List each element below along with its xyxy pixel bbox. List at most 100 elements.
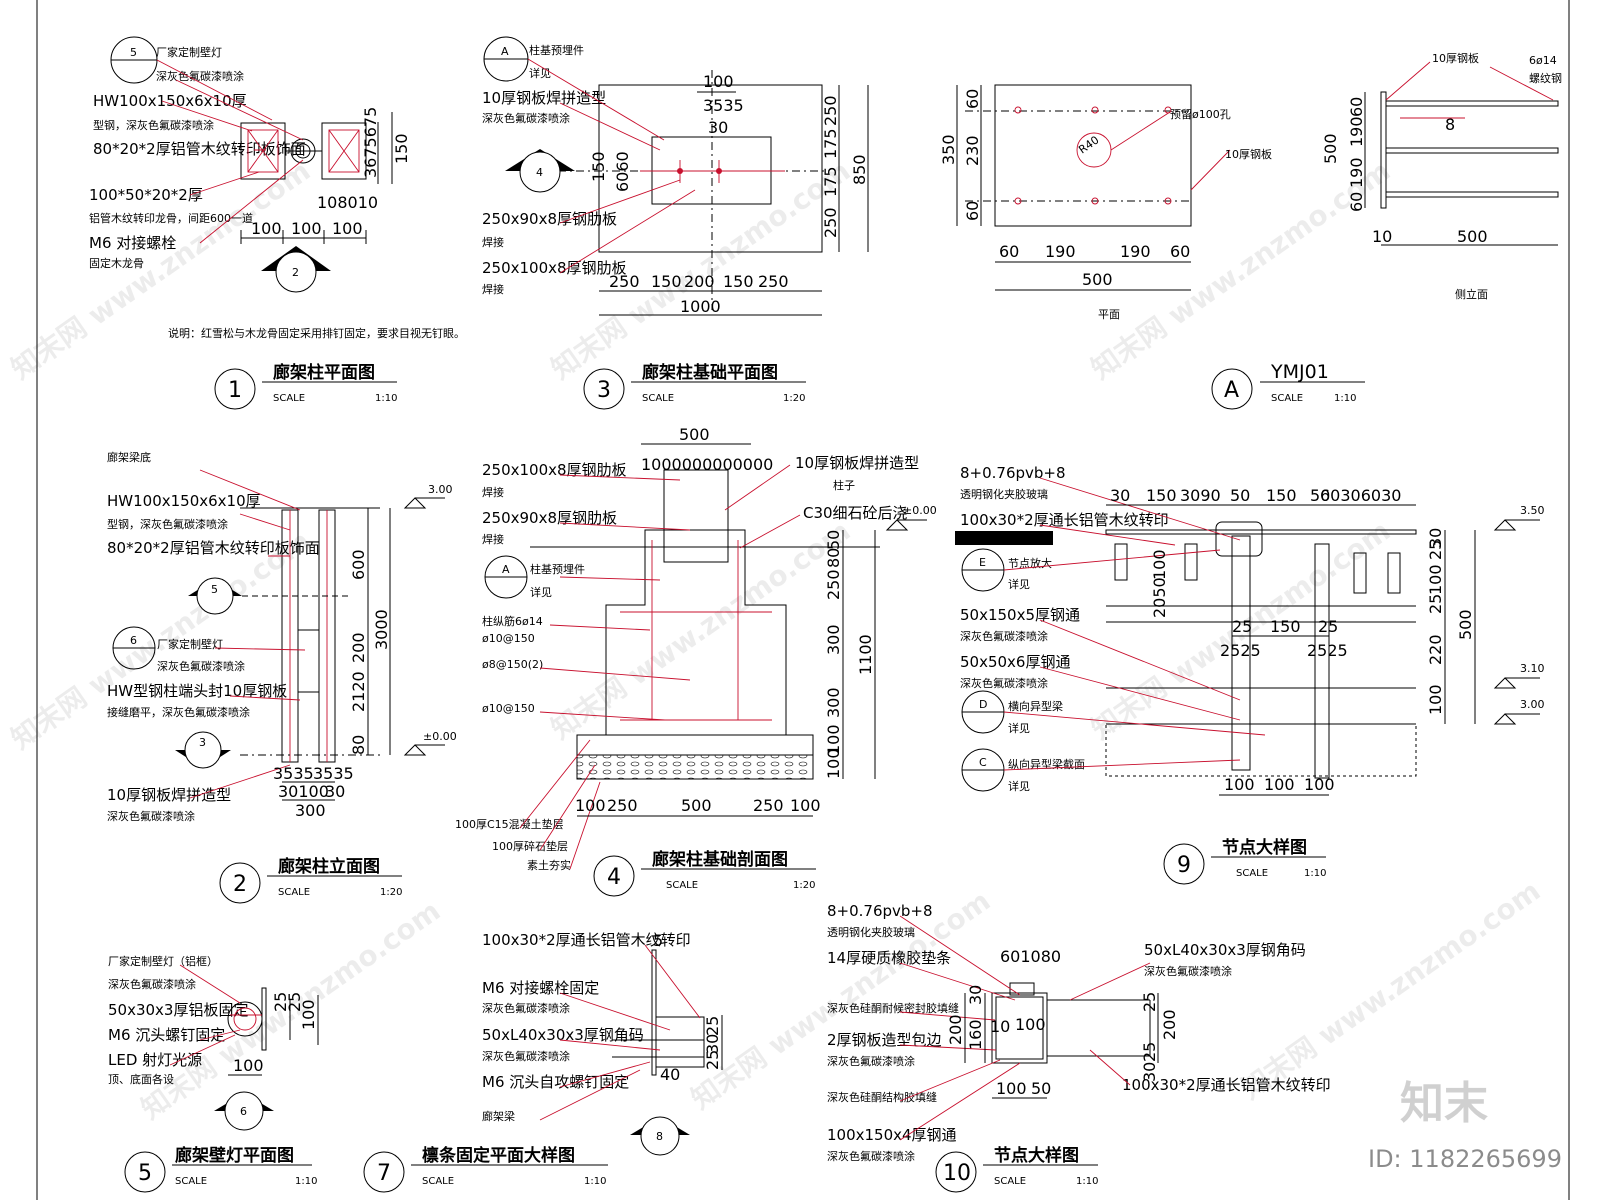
callout-num: D — [979, 698, 987, 711]
dim: 190 — [1045, 242, 1076, 261]
drawing-note: 说明：红雪松与木龙骨固定采用排钉固定，要求目视无钉眼。 — [168, 326, 465, 340]
dim: 100 — [996, 1079, 1027, 1098]
dim: 100 — [1304, 775, 1335, 794]
dim: 25 — [1426, 540, 1445, 560]
scale-label: SCALE — [278, 887, 310, 898]
dim: 6060 — [613, 151, 632, 192]
label: ø8@150(2) — [482, 658, 543, 671]
label: LED 射灯光源 — [108, 1051, 202, 1069]
dim: 500 — [1456, 609, 1475, 640]
dim: 108010 — [317, 193, 378, 212]
scale-label: SCALE — [273, 393, 305, 404]
label: 80*20*2厚铝管木纹转印板饰面 — [107, 539, 320, 557]
scale-label: SCALE — [1236, 868, 1268, 879]
label: 80*20*2厚铝管木纹转印板饰面 — [93, 140, 306, 158]
dim: 60 — [1347, 97, 1366, 117]
view-9-node-detail: 8+0.76pvb+8 透明钢化夹胶玻璃 100x30*2厚通长铝管木纹转印 E… — [955, 464, 1545, 796]
scale-value: 1:20 — [380, 887, 402, 898]
view-title-9: 9 节点大样图 SCALE 1:10 — [1163, 837, 1326, 885]
scale-label: SCALE — [175, 1176, 207, 1187]
label: 焊接 — [482, 282, 504, 296]
dim: 3000 — [372, 609, 391, 650]
callout-num: A — [502, 563, 510, 576]
view-number: 1 — [228, 378, 242, 403]
label: 深灰色氟碳漆喷涂 — [827, 1054, 915, 1068]
label: 详见 — [1008, 721, 1030, 735]
dim: 100 — [233, 1056, 264, 1075]
dim: 500 — [1082, 270, 1113, 289]
label: 详见 — [1008, 779, 1030, 793]
label: M6 沉头螺钉固定 — [108, 1026, 225, 1044]
label: 100厚C15混凝土垫层 — [455, 817, 564, 831]
section-num: 6 — [240, 1105, 247, 1118]
dim: 190 — [1120, 242, 1151, 261]
watermark: 知末网 www.znzmo.com — [545, 514, 856, 746]
dim: 150 — [651, 272, 682, 291]
view-5-wall-lamp-plan: 厂家定制壁灯（铝框） 深灰色氟碳漆喷涂 50x30x3厚铝板固定 M6 沉头螺钉… — [108, 954, 319, 1131]
label: 深灰色氟碳漆喷涂 — [157, 659, 245, 673]
label: 深灰色氟碳漆喷涂 — [960, 629, 1048, 643]
dim: 3675675 — [361, 107, 380, 178]
dim: 25 — [1232, 617, 1252, 636]
label: 深灰色氟碳漆喷涂 — [482, 1049, 570, 1063]
scale-label: SCALE — [642, 393, 674, 404]
level: 3.00 — [1520, 698, 1545, 711]
section-num: 6 — [130, 634, 137, 647]
dim: 350 — [939, 134, 958, 165]
label: 柱基预埋件 — [529, 43, 584, 57]
scale-value: 1:10 — [1334, 393, 1356, 404]
dim: 2525 — [1307, 641, 1348, 660]
label: 横向异型梁 — [1008, 699, 1063, 713]
dim: 50 — [1310, 486, 1330, 505]
dim: 230 — [963, 135, 982, 166]
foundation-outline — [598, 84, 823, 253]
brand-logo: 知末 — [1400, 1078, 1488, 1129]
label: 100x30*2厚通长铝管木纹转印 — [1122, 1076, 1331, 1094]
view-title-5: 5 廊架壁灯平面图 SCALE 1:10 — [124, 1145, 317, 1193]
dim: 850 — [850, 154, 869, 185]
callout-num: E — [979, 556, 986, 569]
label: 深灰色氟碳漆喷涂 — [960, 676, 1048, 690]
label: 2厚钢板造型包边 — [827, 1031, 942, 1049]
dim: 175 — [821, 128, 840, 159]
view-title-3: 3 廊架柱基础平面图 SCALE 1:20 — [583, 362, 806, 410]
dim: 100 — [824, 748, 843, 779]
scale-label: SCALE — [666, 880, 698, 891]
view-title: 廊架柱平面图 — [273, 362, 375, 383]
dim: 3090 — [1180, 486, 1221, 505]
dim: 25 — [703, 1016, 722, 1036]
dim: 1100 — [856, 634, 875, 675]
label: 10厚钢板 — [1432, 51, 1479, 65]
label: M6 对接螺栓固定 — [482, 979, 599, 997]
label: HW100x150x6x10厚 — [93, 92, 247, 110]
dim: 60 — [963, 89, 982, 109]
dim: 25 — [1140, 992, 1159, 1012]
callout-num: 5 — [130, 46, 137, 59]
section-num: 8 — [656, 1130, 663, 1143]
dim: 60 — [1347, 192, 1366, 212]
view-title: YMJ01 — [1270, 361, 1329, 383]
dim: 50 — [824, 530, 843, 550]
label: 14厚硬质橡胶垫条 — [827, 949, 951, 967]
dim: 25 — [703, 1050, 722, 1070]
label: 10厚钢板焊拼造型 — [107, 786, 231, 804]
section-num: 4 — [536, 166, 543, 179]
label: 型钢，深灰色氟碳漆喷涂 — [107, 517, 228, 531]
label: 深灰色氟碳漆喷涂 — [482, 1001, 570, 1015]
label: 深灰色氟碳漆喷涂 — [482, 111, 570, 125]
dim: 100 — [575, 796, 606, 815]
label: 焊接 — [482, 235, 504, 249]
section-num: 5 — [211, 583, 218, 596]
scale-value: 1:10 — [1076, 1176, 1098, 1187]
label: 焊接 — [482, 485, 504, 499]
scale-label: SCALE — [994, 1176, 1026, 1187]
dim: 30 — [1110, 486, 1130, 505]
label: 透明钢化夹胶玻璃 — [960, 487, 1048, 501]
label: 深灰色氟碳漆喷涂 — [156, 69, 244, 83]
dim: 250 — [607, 796, 638, 815]
dim: 60306030 — [1320, 486, 1401, 505]
dim: 100 — [332, 219, 363, 238]
view-title: 廊架柱基础平面图 — [642, 362, 778, 383]
view-title: 廊架柱立面图 — [278, 856, 380, 877]
scale-value: 1:10 — [375, 393, 397, 404]
